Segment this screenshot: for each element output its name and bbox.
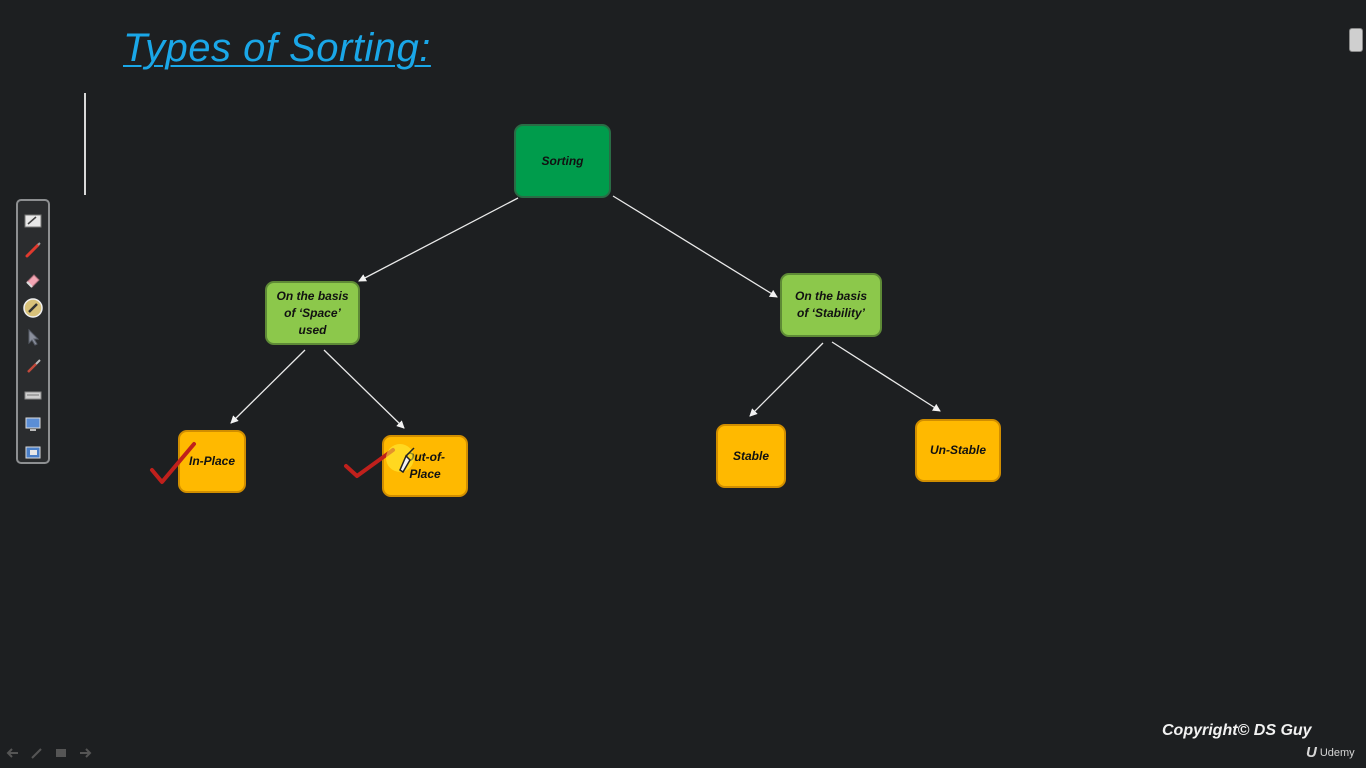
slide-navbar (6, 746, 92, 760)
node-in-place: In-Place (178, 430, 246, 493)
arrow-stability-to-stable (749, 342, 824, 417)
checkmark-icon (150, 442, 196, 484)
node-space-line-3: used (298, 322, 327, 337)
node-unstable-label: Un-Stable (929, 443, 986, 457)
back-arrow-icon[interactable] (6, 746, 20, 760)
node-space-basis: On the basis of ‘Space’ used (265, 281, 360, 345)
arrow-space-to-outofplace (323, 349, 405, 429)
brush-icon[interactable] (18, 351, 48, 380)
node-in-place-label: In-Place (188, 454, 236, 468)
node-stable-label: Stable (732, 448, 769, 463)
text-cursor-line (84, 93, 86, 195)
udemy-brand-label: Udemy (1319, 746, 1355, 759)
screen-capture-icon[interactable] (18, 438, 48, 467)
annotation-toolbar (16, 199, 50, 464)
side-panel-toggle-icon[interactable] (1349, 28, 1363, 52)
highlighter-cursor-icon (386, 444, 415, 474)
highlighter-icon[interactable] (18, 293, 48, 322)
node-unstable: Un-Stable (915, 419, 1001, 482)
node-stability-line-1: On the basis (794, 289, 868, 303)
forward-arrow-icon[interactable] (78, 746, 92, 760)
arrow-root-to-space (358, 197, 519, 282)
pen-icon[interactable] (18, 235, 48, 264)
menu-icon[interactable] (54, 746, 68, 760)
node-sorting-label: Sorting (541, 153, 584, 168)
node-stability-line-2: of ‘Stability’ (796, 306, 865, 320)
arrow-stability-to-unstable (831, 341, 941, 412)
copyright-text: Copyright© DS Guy (1162, 722, 1312, 739)
node-space-line-2: of ‘Space’ (284, 305, 341, 320)
arrow-root-to-stability (612, 195, 778, 298)
checkmark-icon (344, 448, 395, 478)
eraser-icon[interactable] (18, 264, 48, 293)
node-space-line-1: On the basis (276, 288, 349, 303)
udemy-watermark: U Udemy (1306, 744, 1355, 761)
whiteboard-icon[interactable] (18, 206, 48, 235)
pointer-icon[interactable] (18, 322, 48, 351)
keyboard-icon[interactable] (18, 380, 48, 409)
node-out-of-place-line-2: Place (409, 467, 441, 481)
node-stability-basis: On the basis of ‘Stability’ (780, 273, 882, 337)
arrow-space-to-inplace (230, 349, 306, 424)
node-out-of-place-line-1: Out-of- (405, 450, 445, 464)
pen-icon[interactable] (30, 746, 44, 760)
screen-icon[interactable] (18, 409, 48, 438)
slide-title: Types of Sorting: (123, 26, 431, 70)
node-stable: Stable (716, 424, 786, 488)
udemy-logo-icon: U (1306, 744, 1317, 761)
node-sorting: Sorting (514, 124, 611, 198)
